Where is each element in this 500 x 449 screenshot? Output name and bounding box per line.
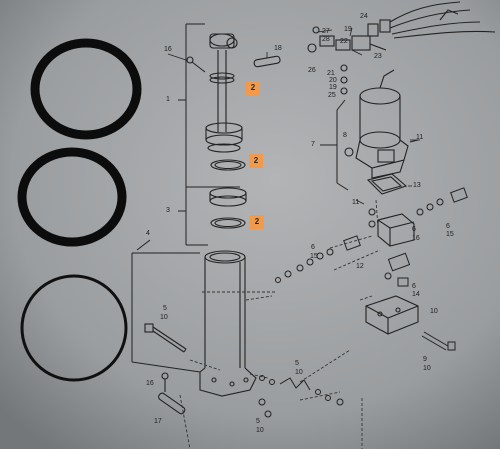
callout-14: 14 [412, 291, 420, 298]
callout-17: 17 [154, 418, 162, 425]
bolt-left [144, 323, 187, 353]
callout-1: 1 [166, 96, 170, 103]
o-ring-large-middle [17, 147, 127, 247]
lower-spring-chain [258, 375, 344, 418]
callout-6-right: 6 [446, 223, 450, 230]
highlight-tag-gland-seal: 2 [250, 215, 264, 229]
callout-11-top: 11 [416, 134, 424, 141]
bolt-right [421, 331, 456, 351]
motor-pump-unit [344, 69, 419, 179]
o-ring-large-top [30, 38, 142, 140]
callout-6-mid: 6 [412, 226, 416, 233]
bracket-lines-item7 [320, 99, 349, 191]
seal-ring-2a [210, 159, 246, 171]
lower-valve-block [365, 295, 419, 335]
callout-9: 9 [423, 356, 427, 363]
callout-6-lower: 6 [412, 283, 416, 290]
callout-20: 20 [329, 77, 337, 84]
callout-22: 22 [340, 38, 348, 45]
wire-harness [367, 1, 496, 39]
o-ring-thin-bottom [20, 274, 128, 382]
callout-15-right: 15 [446, 231, 454, 238]
callout-5-left: 5 [163, 305, 167, 312]
bracket-lines-top [178, 23, 240, 246]
callout-10-left: 10 [160, 314, 168, 321]
highlight-tag-piston-seal: 2 [249, 154, 263, 168]
callout-21: 21 [327, 70, 335, 77]
callout-24: 24 [360, 13, 368, 20]
callout-8: 8 [343, 132, 347, 139]
bracket-lines-item4 [131, 239, 201, 373]
callout-19b: 19 [329, 84, 337, 91]
callout-15-left: 15 [310, 253, 318, 260]
callout-6-left: 6 [311, 244, 315, 251]
check-valve-parts [368, 187, 468, 228]
dashed-leader-lines [179, 199, 381, 449]
top-bolt [186, 56, 206, 73]
callout-10-lower: 10 [256, 427, 264, 434]
screw-bottom [161, 372, 169, 392]
callout-23: 23 [374, 53, 382, 60]
callout-19: 19 [344, 26, 352, 33]
callout-5-bottom: 5 [295, 360, 299, 367]
callout-10-bolt: 10 [423, 365, 431, 372]
callout-16-top: 16 [164, 46, 172, 53]
callout-4: 4 [146, 230, 150, 237]
callout-18: 18 [274, 45, 282, 52]
callout-16-mid: 16 [412, 235, 420, 242]
callout-28: 28 [322, 36, 330, 43]
gasket [366, 173, 408, 195]
callout-13: 13 [413, 182, 421, 189]
manual-release-valve [384, 252, 411, 287]
piston-ring-3 [209, 187, 247, 207]
callout-7: 7 [311, 141, 315, 148]
callout-5-lower: 5 [256, 418, 260, 425]
callout-10-block: 10 [430, 308, 438, 315]
pivot-pin [158, 392, 186, 415]
callout-25: 25 [328, 92, 336, 99]
leader-lines [167, 27, 420, 205]
highlight-tag-ram-seal: 2 [246, 81, 260, 95]
valve-body [377, 213, 415, 247]
callout-3: 3 [166, 207, 170, 214]
cylinder-body [199, 250, 257, 397]
callout-11-mid: 11 [352, 199, 360, 206]
callout-12: 12 [356, 263, 364, 270]
connector-fittings [307, 26, 387, 95]
spool-parts-left [275, 235, 361, 283]
seal-ring-2b [210, 217, 246, 229]
callout-10-bottom: 10 [295, 369, 303, 376]
ram-rod-assembly [205, 33, 243, 153]
callout-16-bottom: 16 [146, 380, 154, 387]
callout-26: 26 [308, 67, 316, 74]
callout-27: 27 [322, 28, 330, 35]
top-pin [253, 55, 281, 68]
